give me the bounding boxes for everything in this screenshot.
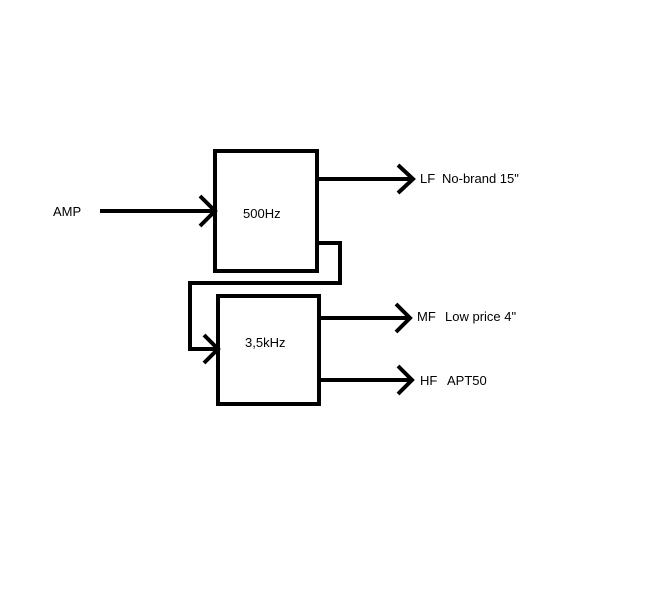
hf-output-arrowhead	[396, 364, 415, 396]
lf-band-label: LF	[420, 171, 436, 186]
lf-driver-label: No-brand 15"	[442, 171, 519, 186]
interconnect-arrowhead	[202, 333, 221, 365]
amp-label: AMP	[53, 204, 82, 219]
hf-driver-label: APT50	[447, 373, 487, 388]
filter-label-3k5hz: 3,5kHz	[245, 335, 286, 350]
filter-label-500hz: 500Hz	[243, 206, 281, 221]
amp-input-arrowhead	[198, 194, 218, 228]
interconnect-path	[188, 241, 342, 351]
mf-output-arrowhead	[394, 302, 413, 334]
lf-output-arrowhead	[396, 163, 416, 195]
mf-band-label: MF	[417, 309, 436, 324]
hf-band-label: HF	[420, 373, 438, 388]
mf-driver-label: Low price 4"	[445, 309, 517, 324]
filter-box-3k5hz	[216, 294, 321, 406]
